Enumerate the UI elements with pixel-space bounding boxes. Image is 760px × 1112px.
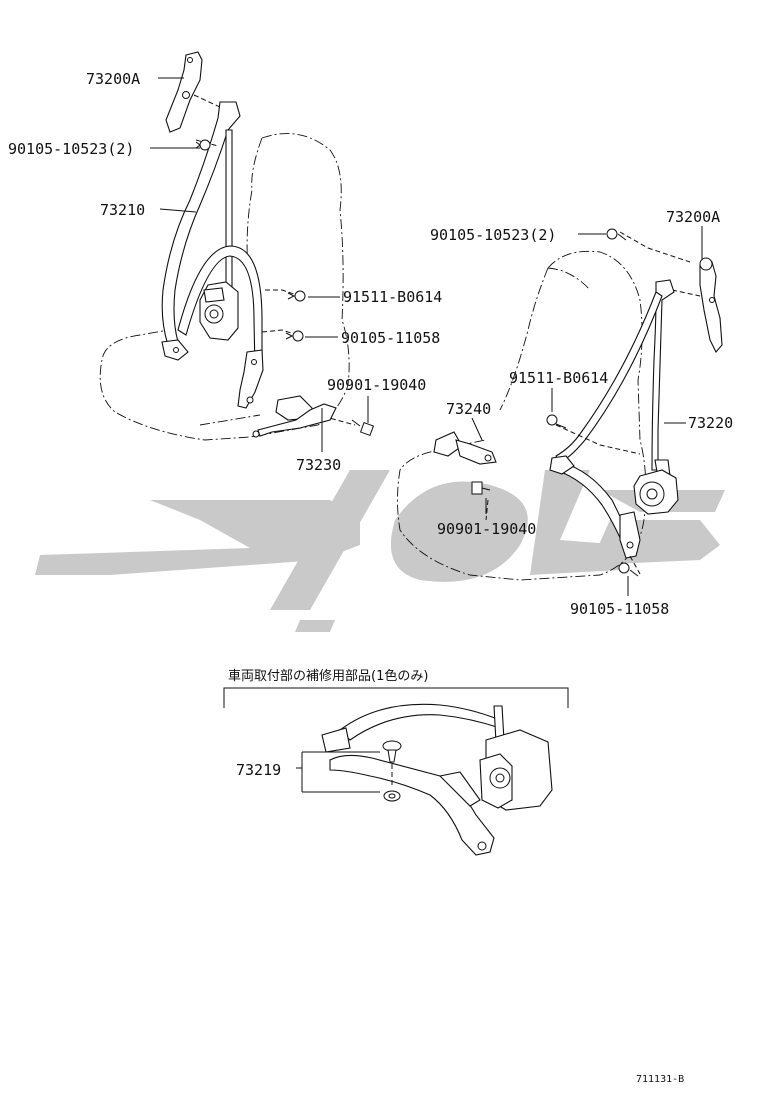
label-belt-left: 73210 <box>100 201 145 219</box>
labels: 73200A 90105-10523(2) 73210 91511-B0614 … <box>8 70 733 1085</box>
label-bolt-left-anchor: 90105-10523(2) <box>8 140 134 158</box>
bolt-icon <box>382 740 402 763</box>
bolt-icon <box>195 139 211 151</box>
label-buckle-left: 73230 <box>296 456 341 474</box>
watermark-logo <box>35 470 725 632</box>
note-repair-parts: 車両取付部の補修用部品(1色のみ) <box>228 668 428 684</box>
left-leader-lines <box>150 77 369 452</box>
label-retractor-left-anchor: 73200A <box>86 70 140 88</box>
bolt-icon <box>606 228 627 241</box>
label-bolt-left-lower: 90105-11058 <box>341 329 440 347</box>
label-bolt-left-upper: 91511-B0614 <box>343 288 442 306</box>
bolt-icon <box>618 562 639 577</box>
bolt-icon <box>471 481 491 495</box>
label-bolt-right-anchor: 90105-10523(2) <box>430 226 556 244</box>
label-buckle-bolt-left: 90901-19040 <box>327 376 426 394</box>
bolt-icon <box>287 290 306 302</box>
label-buckle-right: 73240 <box>446 400 491 418</box>
nut-icon <box>383 790 401 802</box>
label-belt-right: 73220 <box>688 414 733 432</box>
label-repair-kit: 73219 <box>236 761 281 779</box>
right-seat-assembly <box>397 228 723 581</box>
diagram-id: 711131-B <box>636 1074 684 1085</box>
repair-kit-detail <box>223 687 569 856</box>
left-seat-assembly <box>99 51 375 441</box>
label-buckle-bolt-right: 90901-19040 <box>437 520 536 538</box>
right-leader-lines <box>471 226 703 596</box>
label-bolt-right-lower: 90105-11058 <box>570 600 669 618</box>
bolt-icon <box>546 414 567 429</box>
label-retractor-right-anchor: 73200A <box>666 208 720 226</box>
label-bolt-right-upper: 91511-B0614 <box>509 369 608 387</box>
bolt-icon <box>285 330 304 342</box>
bolt-icon <box>351 419 375 437</box>
